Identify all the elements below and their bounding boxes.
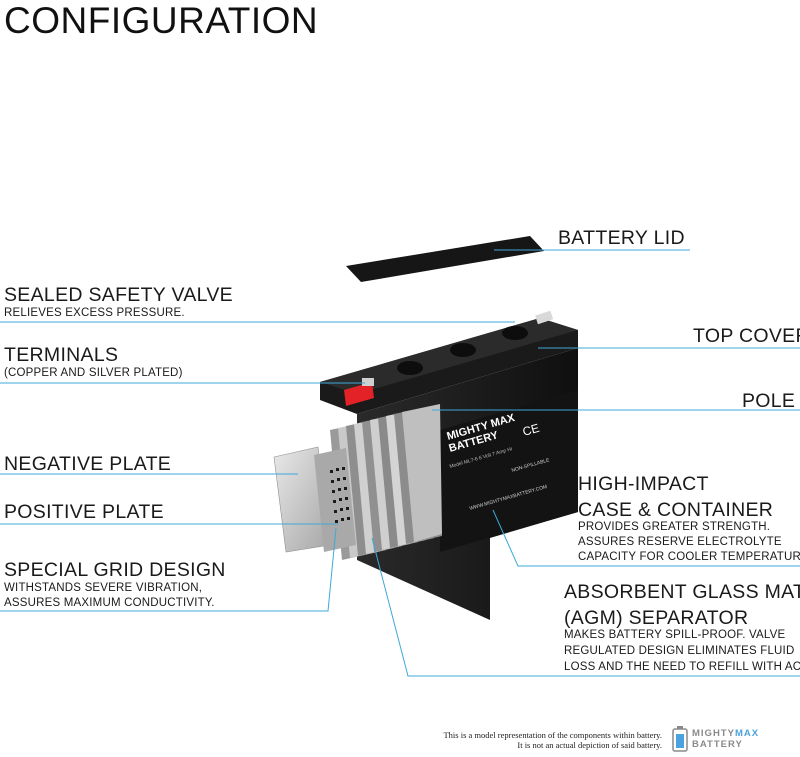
grid-pattern xyxy=(330,467,350,523)
terminal-red xyxy=(344,382,374,406)
battery-logo-icon xyxy=(672,726,688,752)
label-pole: POLE xyxy=(742,390,796,412)
battery-lid xyxy=(346,236,544,282)
label-special-grid-design: SPECIAL GRID DESIGN xyxy=(4,559,226,581)
label-terminals: TERMINALS xyxy=(4,344,119,366)
vent-cap xyxy=(450,343,476,357)
label-agm-1: ABSORBENT GLASS MAT xyxy=(564,581,800,603)
brand-logo: MIGHTYMAX BATTERY xyxy=(670,725,795,753)
leader-agm xyxy=(371,537,800,677)
label-top-cover: TOP COVER xyxy=(693,325,800,347)
leader-grid-design xyxy=(0,527,337,612)
sub-high-impact-1: PROVIDES GREATER STRENGTH. xyxy=(578,521,771,533)
leader-high-impact xyxy=(492,509,800,567)
disclaimer: This is a model representation of the co… xyxy=(443,730,662,750)
sub-terminals: (COPPER AND SILVER PLATED) xyxy=(4,367,183,379)
sub-agm-1: MAKES BATTERY SPILL-PROOF. VALVE xyxy=(564,629,786,641)
sub-grid-design-2: ASSURES MAXIMUM CONDUCTIVITY. xyxy=(4,597,215,609)
brand-max: MAX xyxy=(734,728,760,739)
label-sealed-safety-valve: SEALED SAFETY VALVE xyxy=(4,284,233,306)
label-battery-lid: BATTERY LID xyxy=(558,227,685,249)
label-positive-plate: POSITIVE PLATE xyxy=(4,501,164,523)
vent-cap xyxy=(502,326,528,340)
label-agm-2: (AGM) SEPARATOR xyxy=(564,607,749,629)
brand-battery: BATTERY xyxy=(692,739,743,750)
brand-mighty: MIGHTY xyxy=(692,728,735,739)
disclaimer-line-1: This is a model representation of the co… xyxy=(443,730,662,740)
sub-grid-design-1: WITHSTANDS SEVERE VIBRATION, xyxy=(4,582,203,594)
sub-sealed-safety-valve: RELIEVES EXCESS PRESSURE. xyxy=(4,307,185,319)
sub-agm-2: REGULATED DESIGN ELIMINATES FLUID xyxy=(564,645,795,657)
page-title: CONFIGURATION xyxy=(4,0,319,41)
vent-cap xyxy=(397,361,423,375)
sub-high-impact-3: CAPACITY FOR COOLER TEMPERATURES. xyxy=(578,551,800,563)
disclaimer-line-2: It is not an actual depiction of said ba… xyxy=(517,740,662,750)
sub-high-impact-2: ASSURES RESERVE ELECTROLYTE xyxy=(578,536,782,548)
sub-agm-3: LOSS AND THE NEED TO REFILL WITH ACID. xyxy=(564,661,800,673)
label-high-impact-2: CASE & CONTAINER xyxy=(578,499,774,521)
label-negative-plate: NEGATIVE PLATE xyxy=(4,453,172,475)
label-high-impact-1: HIGH-IMPACT xyxy=(578,473,709,495)
battery-print-ce: CE xyxy=(521,421,541,439)
leader-lines xyxy=(0,249,800,677)
